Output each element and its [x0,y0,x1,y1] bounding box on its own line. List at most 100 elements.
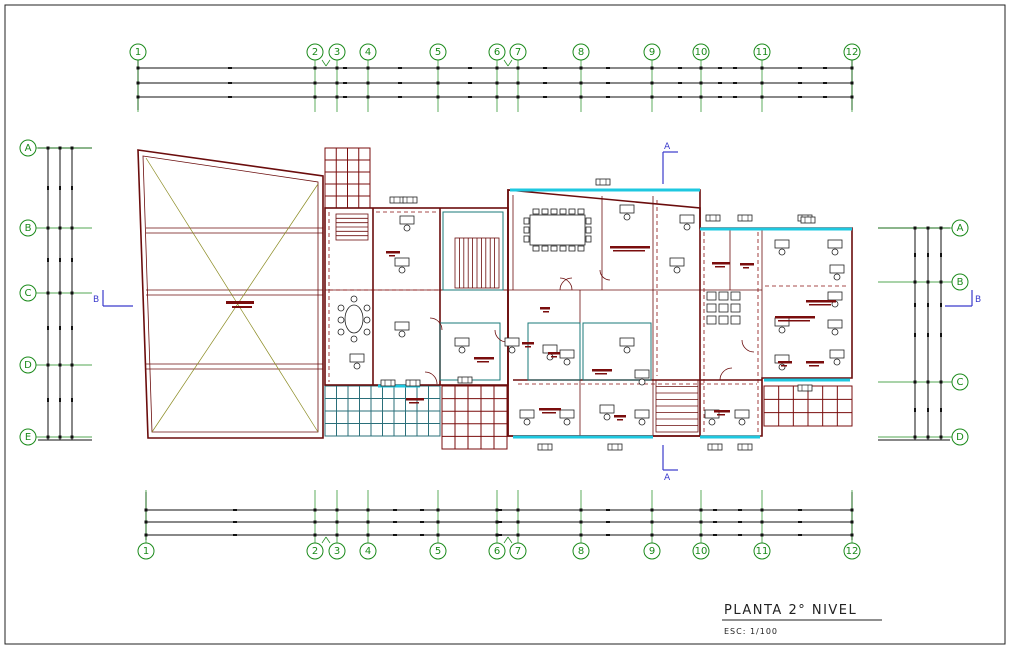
axis-bubble-top-5: 5 [429,43,447,61]
axis-bubble-top-2: 2 [306,43,324,61]
svg-text:11: 11 [756,546,769,557]
axis-bubble-top-12: 12 [843,43,861,61]
svg-text:D: D [956,432,964,443]
section-mark-b-left: B [93,290,133,307]
glazing [378,188,852,439]
svg-text:A: A [957,223,964,234]
svg-text:2: 2 [312,47,318,58]
axis-bubble-bottom-12: 12 [843,542,861,560]
axis-bubble-bottom-8: 8 [572,542,590,560]
svg-text:6: 6 [494,546,500,557]
axis-bubble-top-10: 10 [692,43,710,61]
axis-bubble-top-7: 7 [509,43,527,61]
doors [424,269,755,385]
axis-bubble-right-A: A [951,219,969,237]
tiled-area-right [763,385,853,427]
svg-text:9: 9 [649,546,655,557]
axis-bubble-bottom-1: 1 [137,542,155,560]
svg-text:1: 1 [143,546,149,557]
section-mark-b-right: B [945,290,981,307]
drawing-frame [4,4,1006,645]
axis-bubble-top-3: 3 [328,43,346,61]
left-void-block [137,149,324,439]
section-mark-a-top: A [662,142,678,184]
svg-text:7: 7 [515,47,521,58]
axis-bubble-bottom-9: 9 [643,542,661,560]
dimension-ticks [46,66,943,537]
svg-text:4: 4 [365,47,371,58]
axis-bubble-right-B: B [951,273,969,291]
axis-bubble-bottom-11: 11 [753,542,771,560]
tiled-area-top [324,147,371,209]
oval-meeting-table [337,295,371,343]
svg-text:8: 8 [578,47,584,58]
svg-text:10: 10 [695,546,708,557]
axis-bubble-left-C: C [19,284,37,302]
tiled-area-teal [324,385,441,437]
svg-text:B: B [25,223,32,234]
conference-table [523,208,592,252]
svg-text:8: 8 [578,546,584,557]
axis-bubble-bottom-5: 5 [429,542,447,560]
axis-bubble-left-E: E [19,428,37,446]
bottom-dimension-lines [145,492,853,540]
svg-text:12: 12 [846,47,859,58]
stairs [335,213,699,433]
axis-bubble-bottom-7: 7 [509,542,527,560]
axis-bubble-left-B: B [19,219,37,237]
axis-bubble-top-1: 1 [129,43,147,61]
top-dimension-lines [137,60,853,110]
axis-bubble-bottom-10: 10 [692,542,710,560]
svg-text:D: D [24,360,32,371]
drawing-scale: ESC: 1/100 [724,627,778,636]
hidden-lines [328,200,848,432]
svg-text:5: 5 [435,546,441,557]
axis-bubbles-right: A B C D [951,219,969,446]
axis-bubble-left-A: A [19,139,37,157]
axis-bubble-left-D: D [19,356,37,374]
svg-text:B: B [93,295,99,305]
axis-bubble-top-11: 11 [753,43,771,61]
section-mark-a-bottom: A [662,445,678,483]
svg-text:E: E [25,432,31,443]
classroom-desks [706,291,741,325]
axis-bubble-bottom-4: 4 [359,542,377,560]
axis-bubbles-left: A B C D E [19,139,37,446]
left-dimension-lines [38,147,92,441]
partitions [439,211,652,381]
svg-text:1: 1 [135,47,141,58]
svg-text:A: A [25,143,32,154]
svg-text:9: 9 [649,47,655,58]
svg-text:5: 5 [435,47,441,58]
axis-bubble-top-6: 6 [488,43,506,61]
svg-text:4: 4 [365,546,371,557]
axis-bubble-top-9: 9 [643,43,661,61]
svg-text:12: 12 [846,546,859,557]
tiled-area-red [441,385,508,450]
svg-text:C: C [25,288,32,299]
svg-text:3: 3 [334,546,340,557]
svg-text:C: C [957,377,964,388]
svg-text:6: 6 [494,47,500,58]
svg-text:10: 10 [695,47,708,58]
svg-text:B: B [975,295,981,305]
axis-bubble-right-C: C [951,373,969,391]
title-block: PLANTA 2° NIVEL ESC: 1/100 [722,603,882,636]
building-walls [324,189,853,437]
drawing-title: PLANTA 2° NIVEL [724,603,857,618]
axis-bubble-bottom-3: 3 [328,542,346,560]
axis-bubble-top-8: 8 [572,43,590,61]
svg-text:A: A [664,473,671,483]
svg-text:B: B [957,277,964,288]
office-furniture [349,178,845,451]
room-labels [386,246,836,421]
svg-text:A: A [664,142,671,152]
axis-bubble-top-4: 4 [359,43,377,61]
axis-bubble-right-D: D [951,428,969,446]
svg-text:11: 11 [756,47,769,58]
axis-bubble-bottom-2: 2 [306,542,324,560]
axis-bubble-bottom-6: 6 [488,542,506,560]
